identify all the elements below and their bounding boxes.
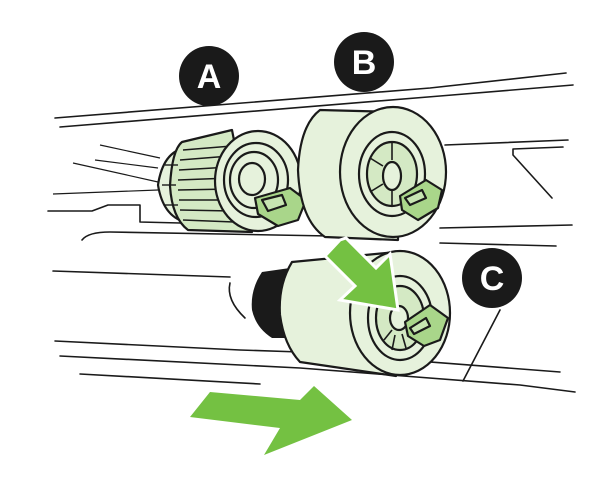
arrow-right-icon <box>190 386 352 455</box>
arrow-down-right-icon <box>322 236 400 312</box>
label-a-text: A <box>197 58 222 96</box>
roller-c-spokes <box>383 329 407 351</box>
label-b-text: B <box>352 44 377 82</box>
label-b-badge: B <box>334 32 394 92</box>
roller-a <box>156 128 308 234</box>
roller-b <box>296 105 448 242</box>
roller-b-hub <box>381 160 403 192</box>
label-c-badge: C <box>462 248 522 308</box>
roller-a-hub <box>237 161 267 197</box>
label-c-text: C <box>480 260 505 298</box>
label-a-badge: A <box>179 46 239 106</box>
roller-c-hub <box>388 304 410 332</box>
